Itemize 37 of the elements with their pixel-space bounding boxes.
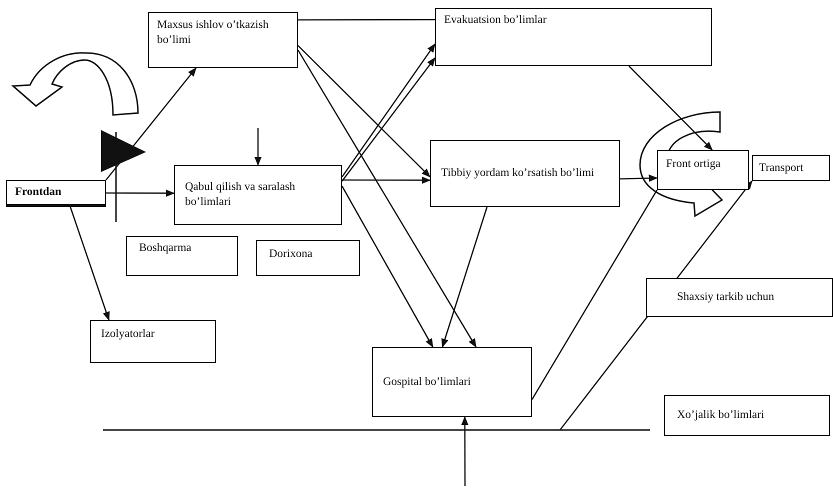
process-box bbox=[372, 347, 532, 417]
process-box bbox=[6, 180, 106, 207]
process-box bbox=[752, 155, 830, 181]
arrow bbox=[341, 186, 434, 348]
box-label: Boshqarma bbox=[139, 241, 192, 256]
arrow bbox=[106, 67, 197, 180]
arrow bbox=[461, 416, 468, 486]
process-box bbox=[126, 236, 238, 276]
process-box bbox=[435, 8, 712, 66]
box-label: Transport bbox=[759, 160, 804, 176]
process-box bbox=[174, 165, 342, 225]
box-label: Front ortiga bbox=[666, 157, 722, 172]
process-box bbox=[90, 320, 216, 363]
arrow bbox=[297, 50, 477, 348]
process-box bbox=[430, 140, 620, 207]
arrow bbox=[254, 128, 262, 166]
box-label: Frontdan bbox=[15, 185, 62, 200]
process-box bbox=[664, 395, 830, 436]
box-label: Tibbiy yordam ko’rsatish bo’limi bbox=[441, 166, 596, 181]
arrow bbox=[69, 206, 110, 321]
box-label: Qabul qilish va saralash bo’limlari bbox=[185, 180, 296, 210]
process-box bbox=[256, 240, 360, 276]
box-label: Xo’jalik bo’limlari bbox=[677, 408, 766, 423]
process-box bbox=[657, 150, 749, 190]
arrow bbox=[441, 206, 488, 348]
box-label: Izolyatorlar bbox=[101, 327, 156, 342]
process-box bbox=[148, 12, 298, 68]
process-box bbox=[646, 278, 833, 317]
box-label: Dorixona bbox=[269, 247, 314, 262]
box-label: Maxsus ishlov o’tkazish bo’limi bbox=[157, 18, 270, 48]
arrow bbox=[298, 45, 431, 178]
arrow bbox=[628, 66, 713, 151]
box-label: Gospital bo’limlari bbox=[383, 374, 472, 390]
arrow bbox=[342, 176, 431, 184]
box-label: Evakuatsion bo’limlar bbox=[444, 13, 548, 28]
box-label: Shaxsiy tarkib uchun bbox=[677, 290, 776, 305]
arrow bbox=[106, 190, 175, 197]
